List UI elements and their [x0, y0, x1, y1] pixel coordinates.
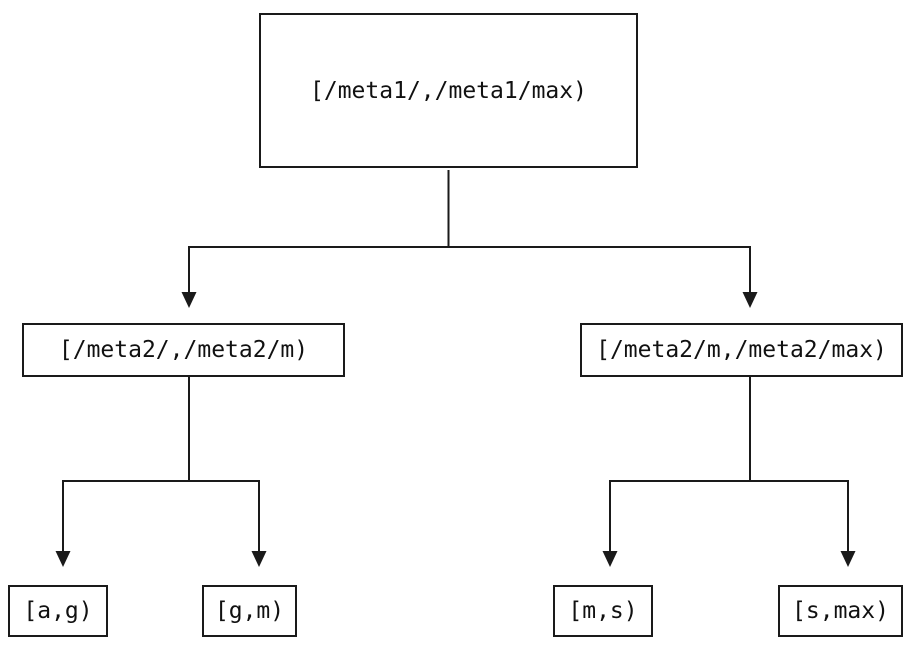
- node-meta1-range: [/meta1/,/meta1/max): [259, 13, 638, 168]
- node-label: [g,m): [214, 598, 285, 624]
- arrow-down-icon: [840, 551, 856, 567]
- node-label: [/meta2/m,/meta2/max): [596, 337, 887, 363]
- node-meta2-left-range: [/meta2/,/meta2/m): [22, 323, 345, 377]
- node-leaf-s-max: [s,max): [778, 585, 903, 637]
- node-meta2-right-range: [/meta2/m,/meta2/max): [580, 323, 903, 377]
- arrow-down-icon: [251, 551, 267, 567]
- node-label: [/meta2/,/meta2/m): [58, 337, 309, 363]
- arrow-down-icon: [742, 292, 758, 308]
- arrow-down-icon: [181, 292, 197, 308]
- arrow-down-icon: [602, 551, 618, 567]
- node-leaf-a-g: [a,g): [8, 585, 108, 637]
- node-leaf-g-m: [g,m): [202, 585, 297, 637]
- node-label: [m,s): [568, 598, 638, 624]
- arrow-down-icon: [55, 551, 71, 567]
- node-label: [s,max): [792, 598, 889, 624]
- node-label: [/meta1/,/meta1/max): [310, 77, 587, 104]
- node-leaf-m-s: [m,s): [553, 585, 653, 637]
- node-label: [a,g): [23, 598, 93, 624]
